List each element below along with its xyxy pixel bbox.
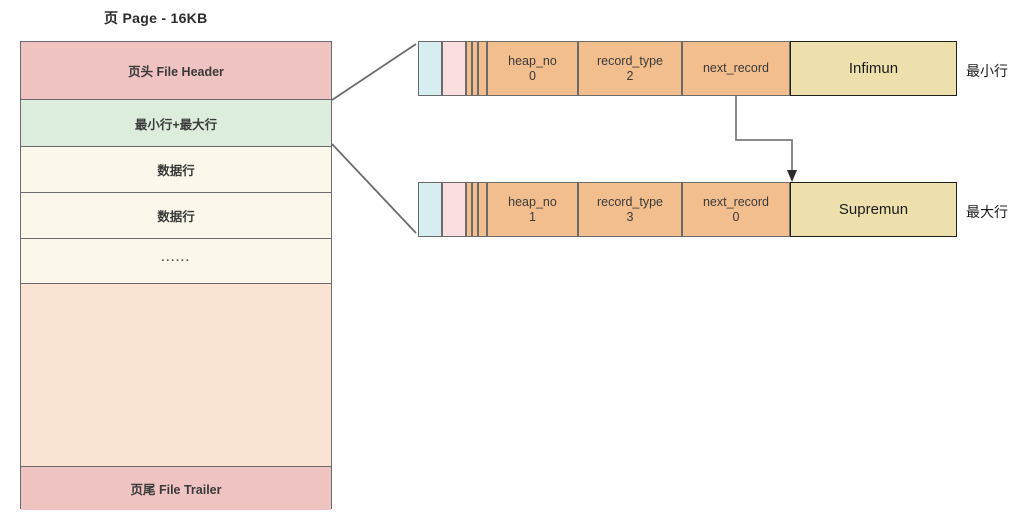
page-row-label: 页尾 File Trailer — [130, 483, 222, 497]
cell-field-value: 0 — [529, 68, 536, 83]
next-record-cell: next_record — [682, 41, 790, 96]
null-flag-field — [442, 182, 466, 237]
cell-field-name: record_type — [596, 54, 663, 69]
page-row-file-header: 页头 File Header — [21, 42, 331, 100]
page-row-label: 数据行 — [157, 164, 195, 178]
strip-3 — [478, 182, 487, 237]
supremum-record-side-label: 最大行 — [966, 204, 1008, 220]
page-row-label: 数据行 — [157, 210, 195, 224]
strip-1 — [466, 41, 472, 96]
page-row-label: 页头 File Header — [128, 65, 224, 79]
cell-field-value: 0 — [732, 209, 740, 224]
strip-2 — [472, 41, 478, 96]
infimum-record-side-label: 最小行 — [966, 63, 1008, 79]
next-record-pointer-line — [735, 96, 793, 175]
page-row-free-space — [21, 284, 331, 467]
cell-field-name: heap_no — [508, 54, 557, 69]
page-row-data-1: 数据行 — [21, 147, 331, 193]
cell-field-value: 1 — [529, 209, 536, 224]
cell-field-name: next_record — [702, 195, 769, 210]
cell-field-name: heap_no — [508, 195, 557, 210]
infimum-record-value-box: Infimun — [790, 41, 957, 96]
page-title: 页 Page - 16KB — [104, 10, 208, 26]
page-row-file-trailer: 页尾 File Trailer — [21, 467, 331, 510]
variable-length-field — [418, 41, 442, 96]
cell-field-name: record_type — [596, 195, 663, 210]
strip-2 — [472, 182, 478, 237]
cell-field-value: 2 — [626, 68, 634, 83]
page-row-ellipsis: ······ — [21, 239, 331, 284]
strip-1 — [466, 182, 472, 237]
page-row-min-max: 最小行+最大行 — [21, 100, 331, 147]
supremum-record-value-box: Supremun — [790, 182, 957, 237]
null-flag-field — [442, 41, 466, 96]
page-row-data-2: 数据行 — [21, 193, 331, 239]
next-record-arrowhead — [787, 170, 797, 182]
strip-3 — [478, 41, 487, 96]
page-box: 页头 File Header 最小行+最大行 数据行 数据行 ······ 页尾… — [20, 41, 332, 510]
variable-length-field — [418, 182, 442, 237]
page-row-label: 最小行+最大行 — [134, 117, 218, 132]
page-row-label: ······ — [161, 255, 191, 267]
cell-field-value: 3 — [626, 209, 634, 224]
cell-field-name: next_record — [702, 61, 769, 76]
